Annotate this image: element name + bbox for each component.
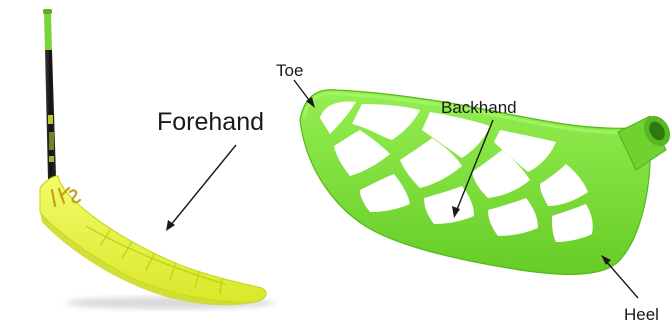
shaft-decal [48, 115, 53, 124]
heel-arrow [605, 260, 638, 298]
heel-label: Heel [624, 306, 659, 323]
toe-label: Toe [276, 62, 303, 79]
forehand-arrow [170, 145, 236, 226]
grip-cap [43, 9, 52, 14]
green-blade [300, 90, 650, 275]
forehand-label: Forehand [157, 110, 264, 135]
yellow-blade [40, 176, 266, 302]
floorball-stick-icon [40, 9, 275, 309]
shaft-decal [49, 156, 54, 162]
floorball-blade-icon [300, 90, 671, 275]
shaft-decal [49, 132, 54, 150]
backhand-label: Backhand [441, 99, 517, 116]
stick-grip [44, 12, 52, 52]
